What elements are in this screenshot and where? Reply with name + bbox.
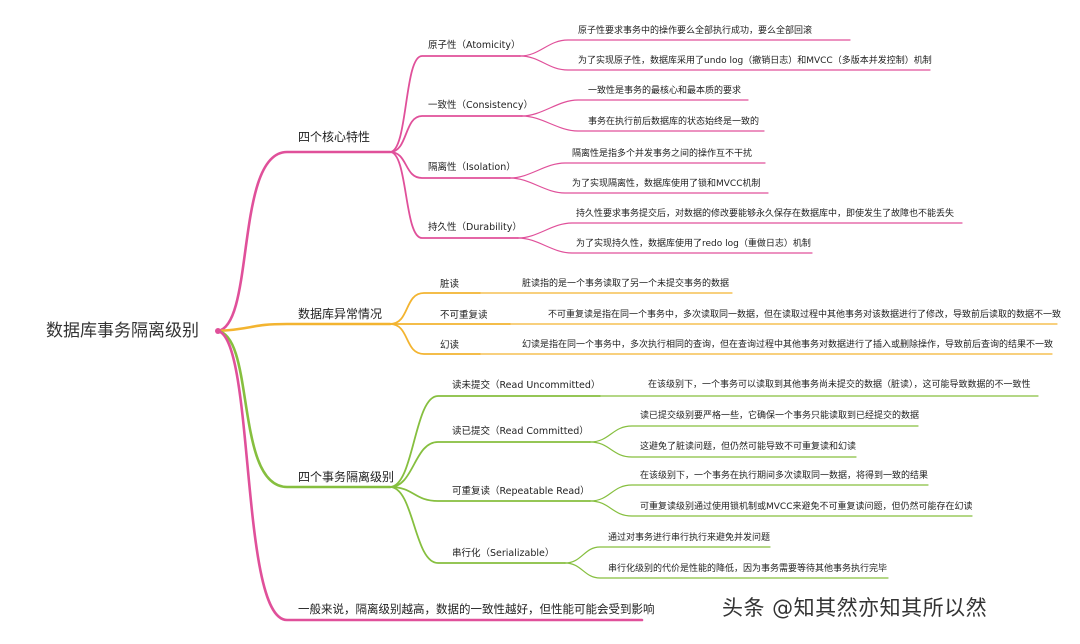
repeatable-read-detail-1: 在该级别下，一个事务在执行期间多次读取同一数据，将得到一致的结果 [640,471,929,481]
serializable-detail-2: 串行化级别的代价是性能的降低，因为事务需要等待其他事务执行完毕 [608,564,888,574]
connector-phantom [389,323,481,355]
consistency-detail-2: 事务在执行前后数据库的状态始终是一致的 [588,117,760,127]
isolation-detail-1: 隔离性是指多个并发事务之间的操作互不干扰 [572,149,753,159]
connector-root-anomalies [216,322,392,333]
connector-atomicity [389,55,521,153]
topic-nonrepeatable-read[interactable]: 不可重复读 [440,310,488,321]
topic-repeatable-read[interactable]: 可重复读（Repeatable Read） [452,486,590,497]
topic-serializable[interactable]: 串行化（Serializable） [452,548,555,559]
isolation-detail-2: 为了实现隔离性，数据库使用了锁和MVCC机制 [572,179,761,189]
atomicity-detail-1: 原子性要求事务中的操作要么全部执行成功，要么全部回滚 [578,26,813,36]
read-uncommitted-detail: 在该级别下，一个事务可以读取到其他事务尚未提交的数据（脏读），这可能导致数据的不… [648,380,1031,390]
topic-anomalies[interactable]: 数据库异常情况 [298,307,383,321]
atomicity-detail-2: 为了实现原子性，数据库采用了undo log（撤销日志）和MVCC（多版本并发控… [578,56,932,66]
connector-root-summary [216,329,644,622]
durability-detail-1: 持久性要求事务提交后，对数据的修改要能够永久保存在数据库中，即使发生了故障也不能… [576,209,955,219]
topic-isolation-levels[interactable]: 四个事务隔离级别 [298,470,395,484]
connector-dirty [389,292,481,325]
topic-atomicity[interactable]: 原子性（Atomicity） [428,40,521,51]
topic-isolation[interactable]: 隔离性（Isolation） [428,162,516,173]
nonrepeatable-read-detail: 不可重复读是指在同一个事务中，多次读取同一数据，但在读取过程中其他事务对该数据进… [548,310,1062,320]
phantom-read-detail: 幻读是指在同一个事务中，多次执行相同的查询，但在查询过程中其他事务对数据进行了插… [522,340,1054,350]
summary-note[interactable]: 一般来说，隔离级别越高，数据的一致性越好，但性能可能会受到影响 [298,602,655,616]
watermark: 头条 @知其然亦知其所以然 [722,596,988,620]
dirty-read-detail: 脏读指的是一个事务读取了另一个未提交事务的数据 [522,279,730,289]
connector-durability [389,151,519,239]
topic-consistency[interactable]: 一致性（Consistency） [428,100,533,111]
root-connector-dot [215,328,221,334]
serializable-detail-1: 通过对事务进行串行执行来避免并发问题 [608,533,771,543]
connector-consistency [389,115,523,153]
connector-ser [389,486,566,564]
connector-isolation [389,151,511,179]
durability-detail-2: 为了实现持久性，数据库使用了redo log（重做日志）机制 [576,239,811,249]
connector-rc [389,441,591,488]
topic-phantom-read[interactable]: 幻读 [440,340,460,351]
topic-dirty-read[interactable]: 脏读 [440,279,460,290]
consistency-detail-1: 一致性是事务的最核心和最本质的要求 [588,86,742,96]
repeatable-read-detail-2: 可重复读级别通过使用锁机制或MVCC来避免不可重复读问题，但仍然可能存在幻读 [640,502,973,512]
connector-rr [389,486,591,502]
connector-ru [389,395,601,488]
topic-acid[interactable]: 四个核心特性 [298,130,371,144]
read-committed-detail-1: 读已提交级别要严格一些，它确保一个事务只能读取到已经提交的数据 [640,411,920,421]
topic-read-uncommitted[interactable]: 读未提交（Read Uncommitted） [452,380,601,391]
topic-read-committed[interactable]: 读已提交（Read Committed） [452,426,589,437]
connector-root-levels [216,329,392,489]
read-committed-detail-2: 这避免了脏读问题，但仍然可能导致不可重复读和幻读 [640,442,857,452]
connector-root-acid [216,150,392,333]
topic-durability[interactable]: 持久性（Durability） [428,222,522,233]
root-topic[interactable]: 数据库事务隔离级别 [46,321,199,341]
